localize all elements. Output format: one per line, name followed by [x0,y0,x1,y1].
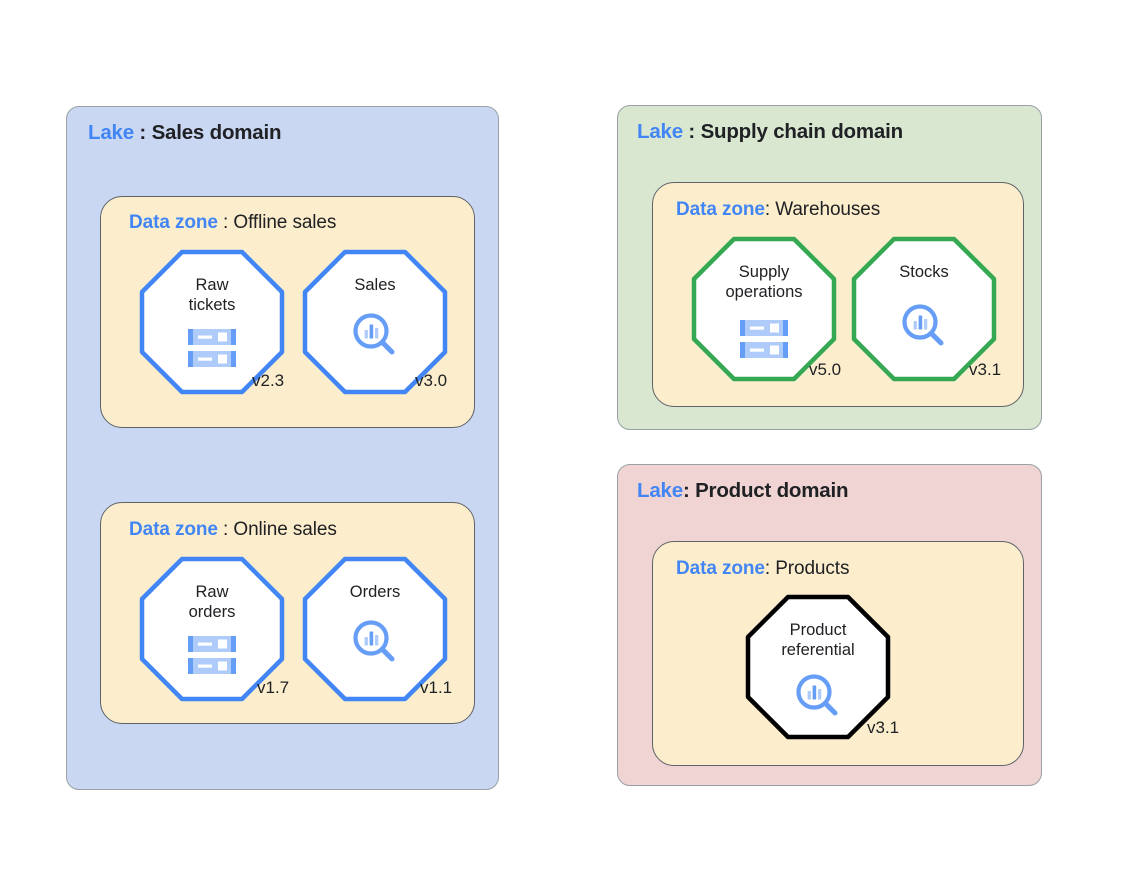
data-zone-keyword: Data zone [129,519,218,540]
lake-name: Supply chain domain [700,120,904,143]
asset-raw-tickets-version: v2.3 [252,371,285,390]
data-zone-warehouses-title: Data zone: Warehouses [676,199,880,221]
octagon-outline [139,249,285,395]
analytics-search-icon [351,618,399,666]
asset-stocks-version: v3.1 [969,360,1002,379]
lake-keyword: Lake [88,121,134,144]
lake-keyword: Lake [637,120,683,143]
lake-supply-chain-domain-title: Lake : Supply chain domain [637,120,903,144]
asset-raw-orders-version: v1.7 [257,678,290,697]
data-zone-keyword: Data zone [129,212,218,233]
octagon-outline [302,556,448,702]
asset-supply-operations[interactable]: Supply operations v5.0 [691,236,841,382]
lake-name: Product domain [695,479,849,502]
database-icon [187,634,237,676]
data-zone-name: Offline sales [233,212,337,233]
data-zone-keyword: Data zone [676,199,765,220]
analytics-search-icon [794,672,842,720]
asset-orders-version: v1.1 [420,678,453,697]
data-zone-name: Online sales [233,519,337,540]
asset-orders[interactable]: Orders v1.1 [302,556,452,702]
analytics-search-icon [900,302,948,350]
asset-supply-operations-version: v5.0 [809,360,842,379]
data-zone-separator: : [764,558,776,579]
data-zone-online-sales-title: Data zone : Online sales [129,519,337,541]
data-zone-name: Warehouses [775,199,881,220]
data-zone-separator: : [217,212,234,233]
asset-product-referential-version: v3.1 [867,718,900,737]
database-icon [187,327,237,369]
data-zone-keyword: Data zone [676,558,765,579]
asset-stocks[interactable]: Stocks v3.1 [851,236,1001,382]
data-zone-separator: : [217,519,234,540]
asset-raw-tickets[interactable]: Raw tickets v2.3 [139,249,285,395]
lake-separator: : [133,121,152,144]
lake-keyword: Lake [637,479,683,502]
asset-sales-version: v3.0 [415,371,448,390]
database-icon [739,318,789,360]
data-zone-products-title: Data zone: Products [676,558,849,580]
lake-sales-domain-title: Lake : Sales domain [88,121,282,145]
lake-name: Sales domain [151,121,282,144]
data-zone-offline-sales-title: Data zone : Offline sales [129,212,336,234]
asset-raw-orders[interactable]: Raw orders v1.7 [139,556,289,702]
octagon-outline [691,236,837,382]
asset-sales[interactable]: Sales v3.0 [302,249,448,395]
octagon-outline [302,249,448,395]
data-zone-name: Products [775,558,850,579]
lake-separator: : [682,120,701,143]
asset-product-referential[interactable]: Product referential v3.1 [745,594,899,740]
octagon-outline [745,594,891,740]
octagon-outline [139,556,285,702]
lake-separator: : [682,479,696,502]
data-zone-separator: : [764,199,776,220]
lake-product-domain-title: Lake: Product domain [637,479,848,503]
analytics-search-icon [351,311,399,359]
